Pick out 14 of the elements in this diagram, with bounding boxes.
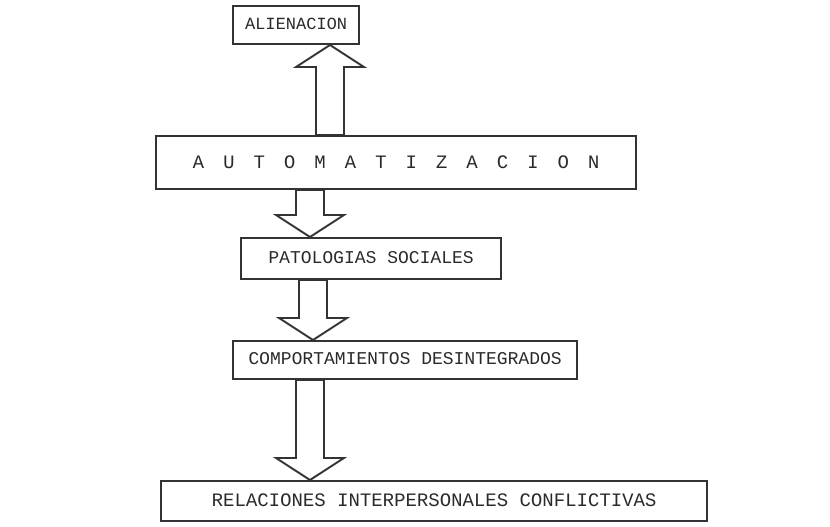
box-label: COMPORTAMIENTOS DESINTEGRADOS <box>248 350 562 370</box>
box-label: PATOLOGIAS SOCIALES <box>268 248 474 268</box>
block-arrow <box>276 279 350 342</box>
block-arrow <box>272 189 348 238</box>
text-box <box>240 237 502 280</box>
box-label: AUTOMATIZACION <box>192 152 618 174</box>
text-box <box>160 480 708 522</box>
block-arrow <box>292 44 368 136</box>
block-arrow <box>272 379 348 482</box>
text-box <box>155 135 637 190</box>
text-box <box>232 5 360 45</box>
text-box <box>232 340 578 380</box>
box-label: ALIENACION <box>244 16 348 34</box>
box-label: RELACIONES INTERPERSONALES CONFLICTIVAS <box>212 490 656 512</box>
